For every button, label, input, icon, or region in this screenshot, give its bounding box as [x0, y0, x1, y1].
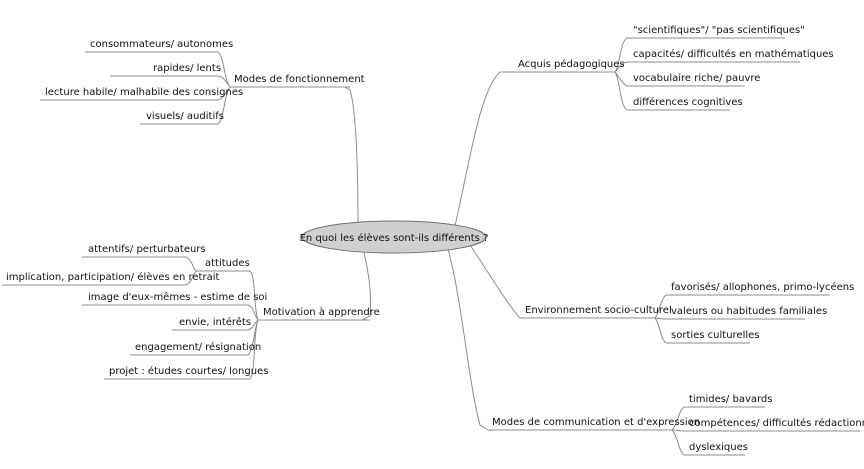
connectors — [2, 37, 860, 456]
leaves-communication: timides/ bavards compétences/ difficulté… — [689, 394, 864, 453]
bracket-environnement — [654, 294, 667, 344]
leaf-mf-1[interactable]: consommateurs/ autonomes — [90, 39, 233, 50]
central-node[interactable]: En quoi les élèves sont-ils différents ? — [300, 220, 489, 254]
connector-center-acquis — [454, 71, 513, 227]
leaf-mot-4[interactable]: projet : études courtes/ longues — [109, 365, 268, 377]
branch-environnement[interactable]: Environnement socio-culturel — [525, 305, 672, 316]
connector-center-communication — [447, 248, 489, 431]
branch-label-acquis: Acquis pédagogiques — [518, 58, 625, 70]
branch-motivation[interactable]: Motivation à apprendre — [263, 306, 380, 318]
bracket-communication — [671, 406, 685, 456]
bracket-modes-fonctionnement — [217, 51, 231, 125]
leaf-mot-a1[interactable]: attentifs/ perturbateurs — [88, 244, 206, 255]
leaf-ap-2[interactable]: capacités/ difficultés en mathématiques — [633, 48, 834, 60]
leaf-com-1[interactable]: timides/ bavards — [689, 394, 773, 405]
leaves-acquis-pedagogiques: "scientifiques"/ "pas scientifiques" cap… — [633, 25, 834, 108]
leaf-mot-2[interactable]: envie, intérêts — [179, 316, 251, 328]
leaf-env-3[interactable]: sorties culturelles — [671, 330, 760, 341]
bracket-acquis — [614, 37, 628, 111]
central-label: En quoi les élèves sont-ils différents ? — [300, 232, 489, 244]
bracket-attitudes — [185, 256, 197, 286]
leaf-mf-2[interactable]: rapides/ lents — [153, 63, 221, 74]
leaves-motivation: image d'eux-mêmes - estime de soi envie,… — [88, 291, 268, 377]
leaf-mf-4[interactable]: visuels/ auditifs — [146, 111, 224, 122]
branch-label-modes-fonctionnement: Modes de fonctionnement — [234, 74, 365, 85]
branch-acquis-pedagogiques[interactable]: Acquis pédagogiques — [518, 58, 625, 70]
sub-branch-label-attitudes: attitudes — [205, 258, 250, 269]
bracket-motivation — [247, 270, 259, 380]
branch-communication[interactable]: Modes de communication et d'expression — [492, 417, 700, 428]
leaf-mot-3[interactable]: engagement/ résignation — [135, 341, 261, 353]
leaf-com-3[interactable]: dyslexiques — [689, 442, 748, 453]
leaves-attitudes: attentifs/ perturbateurs implication, pa… — [6, 244, 219, 283]
leaf-ap-3[interactable]: vocabulaire riche/ pauvre — [633, 73, 760, 84]
central-ellipse — [301, 220, 487, 254]
leaf-ap-4[interactable]: différences cognitives — [633, 96, 743, 108]
sub-branch-attitudes[interactable]: attitudes — [205, 258, 250, 269]
branch-label-motivation: Motivation à apprendre — [263, 306, 380, 318]
connector-center-motivation — [361, 247, 371, 321]
branch-modes-fonctionnement[interactable]: Modes de fonctionnement — [234, 74, 365, 85]
leaf-mot-a2[interactable]: implication, participation/ élèves en re… — [6, 271, 219, 283]
connector-center-environnement — [469, 244, 521, 319]
leaf-mf-3[interactable]: lecture habile/ malhabile des consignes — [45, 87, 243, 98]
leaf-ap-1[interactable]: "scientifiques"/ "pas scientifiques" — [633, 25, 805, 36]
leaf-mot-1[interactable]: image d'eux-mêmes - estime de soi — [88, 291, 267, 303]
leaf-env-1[interactable]: favorisés/ allophones, primo-lycéens — [671, 281, 854, 293]
leaf-env-2[interactable]: valeurs ou habitudes familiales — [671, 306, 827, 317]
leaves-modes-fonctionnement: consommateurs/ autonomes rapides/ lents … — [45, 39, 243, 122]
branch-label-communication: Modes de communication et d'expression — [492, 417, 700, 428]
branch-label-environnement: Environnement socio-culturel — [525, 305, 672, 316]
connector-center-modes-fonctionnement — [344, 86, 359, 227]
leaves-environnement: favorisés/ allophones, primo-lycéens val… — [671, 281, 854, 341]
leaf-com-2[interactable]: compétences/ difficultés rédactionnelles — [689, 417, 864, 429]
